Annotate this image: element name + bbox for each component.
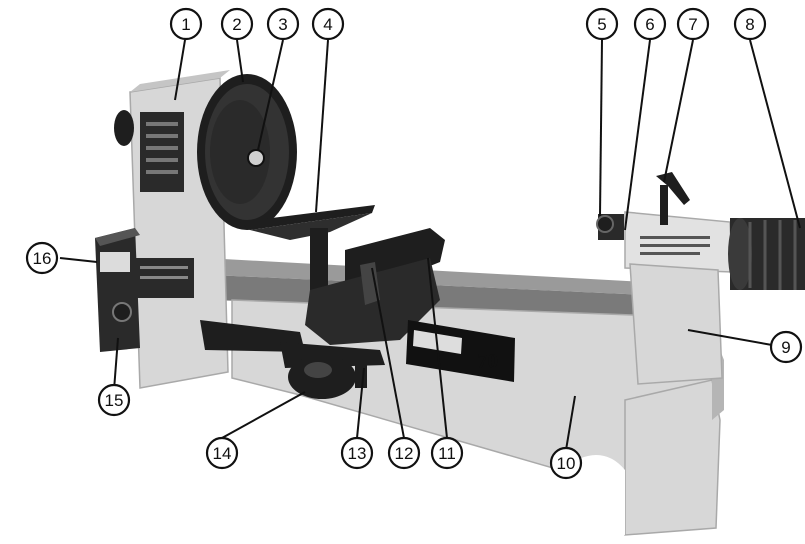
model-number: 70 — [477, 349, 498, 373]
tailstock-handwheel — [728, 218, 805, 290]
callout-circle — [585, 7, 619, 41]
callout-label: 9 — [781, 338, 790, 357]
callout-label: 3 — [278, 15, 287, 34]
tailstock — [596, 172, 733, 385]
callout-circle — [676, 7, 710, 41]
callout-label: 5 — [597, 15, 606, 34]
motor-switch-box — [95, 228, 140, 352]
callout-7: 7 — [676, 7, 710, 41]
callout-circle — [549, 446, 583, 480]
spindle-icon — [247, 149, 265, 167]
faceplate — [197, 74, 297, 230]
callout-label: 6 — [645, 15, 654, 34]
callout-label: 15 — [105, 391, 124, 410]
callout-3: 3 — [266, 7, 300, 41]
callout-8: 8 — [733, 7, 767, 41]
callout-label: 14 — [213, 444, 232, 463]
callout-label: 13 — [348, 444, 367, 463]
callout-circle — [266, 7, 300, 41]
callout-15: 15 — [97, 383, 131, 417]
callout-label: 7 — [688, 15, 697, 34]
callout-circle — [97, 383, 131, 417]
callout-9: 9 — [769, 330, 803, 364]
callout-circle — [387, 436, 421, 470]
callout-5: 5 — [585, 7, 619, 41]
callout-circle — [430, 436, 464, 470]
callout-16: 16 — [25, 241, 59, 275]
callout-13: 13 — [340, 436, 374, 470]
callout-circle — [733, 7, 767, 41]
callout-label: 12 — [395, 444, 414, 463]
tool-rest-base — [305, 228, 445, 345]
callout-label: 8 — [745, 15, 754, 34]
callout-circle — [205, 436, 239, 470]
callout-circle — [769, 330, 803, 364]
leader-lines — [59, 39, 801, 451]
callout-label: 1 — [181, 15, 190, 34]
callout-label: 2 — [232, 15, 241, 34]
speed-knob-icon — [112, 302, 132, 322]
callout-label: 11 — [438, 444, 456, 463]
locking-assembly — [200, 320, 385, 399]
callout-circle — [633, 7, 667, 41]
callout-10: 10 — [549, 446, 583, 480]
callout-circle — [340, 436, 374, 470]
callout-11: 11 — [430, 436, 464, 470]
callout-label: 10 — [557, 454, 576, 473]
callout-4: 4 — [311, 7, 345, 41]
callout-label: 16 — [33, 249, 52, 268]
callout-6: 6 — [633, 7, 667, 41]
callout-circle — [169, 7, 203, 41]
tool-rest — [240, 205, 375, 298]
callout-circle — [25, 241, 59, 275]
callout-circle — [311, 7, 345, 41]
callout-12: 12 — [387, 436, 421, 470]
callout-label: 4 — [323, 15, 332, 34]
callout-1: 1 — [169, 7, 203, 41]
callout-14: 14 — [205, 436, 239, 470]
callout-2: 2 — [220, 7, 254, 41]
callout-circle — [220, 7, 254, 41]
